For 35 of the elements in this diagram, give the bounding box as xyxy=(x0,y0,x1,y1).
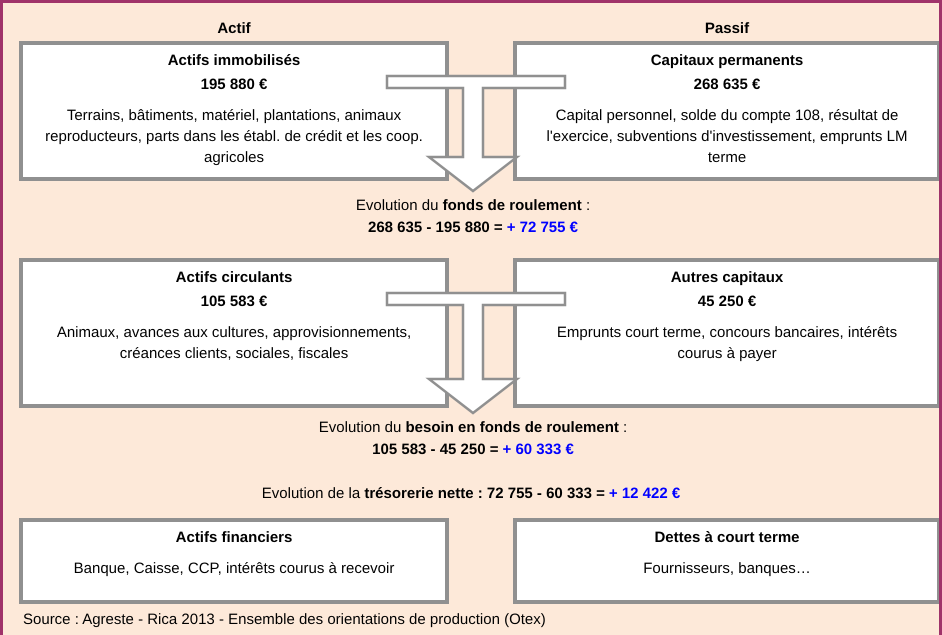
box-heading: Actifs circulants xyxy=(176,268,292,288)
balance-box xyxy=(19,258,449,408)
box-amount: 105 583 € xyxy=(200,292,268,312)
box-amount: 195 880 € xyxy=(200,75,268,95)
column-heading: Passif xyxy=(704,19,750,39)
box-heading: Actifs financiers xyxy=(176,528,292,548)
merge-arrow xyxy=(386,292,566,415)
result-value: + 72 755 € xyxy=(506,218,578,238)
balance-box xyxy=(513,41,939,181)
box-description: Capital personnel, solde du compte 108, résultat de l'exercice, subventions d'investissement, emprunts LM terme xyxy=(546,106,908,168)
box-amount: 45 250 € xyxy=(698,292,756,312)
result-formula: 268 635 - 195 880 = xyxy=(368,218,503,238)
box-description: Animaux, avances aux cultures, approvisionnements, créances clients, sociales, fiscales xyxy=(56,323,412,364)
result-value: + 60 333 € xyxy=(502,440,574,460)
balance-box xyxy=(19,518,449,604)
box-heading: Dettes à court terme xyxy=(654,528,800,548)
box-heading: Actifs immobilisés xyxy=(168,51,300,71)
box-description: Emprunts court terme, concours bancaires, intérêts courus à payer xyxy=(556,323,898,364)
merge-arrow xyxy=(386,74,566,193)
column-heading: Actif xyxy=(216,19,252,39)
source-note: Source : Agreste - Rica 2013 - Ensemble des orientations de production (Otex) xyxy=(23,610,546,630)
balance-box xyxy=(513,518,939,604)
balance-box xyxy=(19,41,449,181)
box-amount: 268 635 € xyxy=(694,75,760,95)
result-formula: 105 583 - 45 250 = xyxy=(372,440,499,460)
treasury-text: Evolution de la trésorerie nette : 72 755 - 60 333 = xyxy=(262,484,605,504)
box-description: Terrains, bâtiments, matériel, plantations, animaux reproducteurs, parts dans les établ. de crédit et les coop. agricoles xyxy=(44,106,424,168)
balance-box xyxy=(513,258,939,408)
box-heading: Autres capitaux xyxy=(670,268,784,288)
result-text: Evolution du fonds de roulement : xyxy=(356,196,590,216)
treasury-value: + 12 422 € xyxy=(608,484,680,504)
result-text: Evolution du besoin en fonds de roulement : xyxy=(318,418,628,438)
box-heading: Capitaux permanents xyxy=(650,51,804,71)
box-description: Banque, Caisse, CCP, intérêts courus à recevoir xyxy=(72,559,396,579)
box-description: Fournisseurs, banques… xyxy=(642,559,812,579)
